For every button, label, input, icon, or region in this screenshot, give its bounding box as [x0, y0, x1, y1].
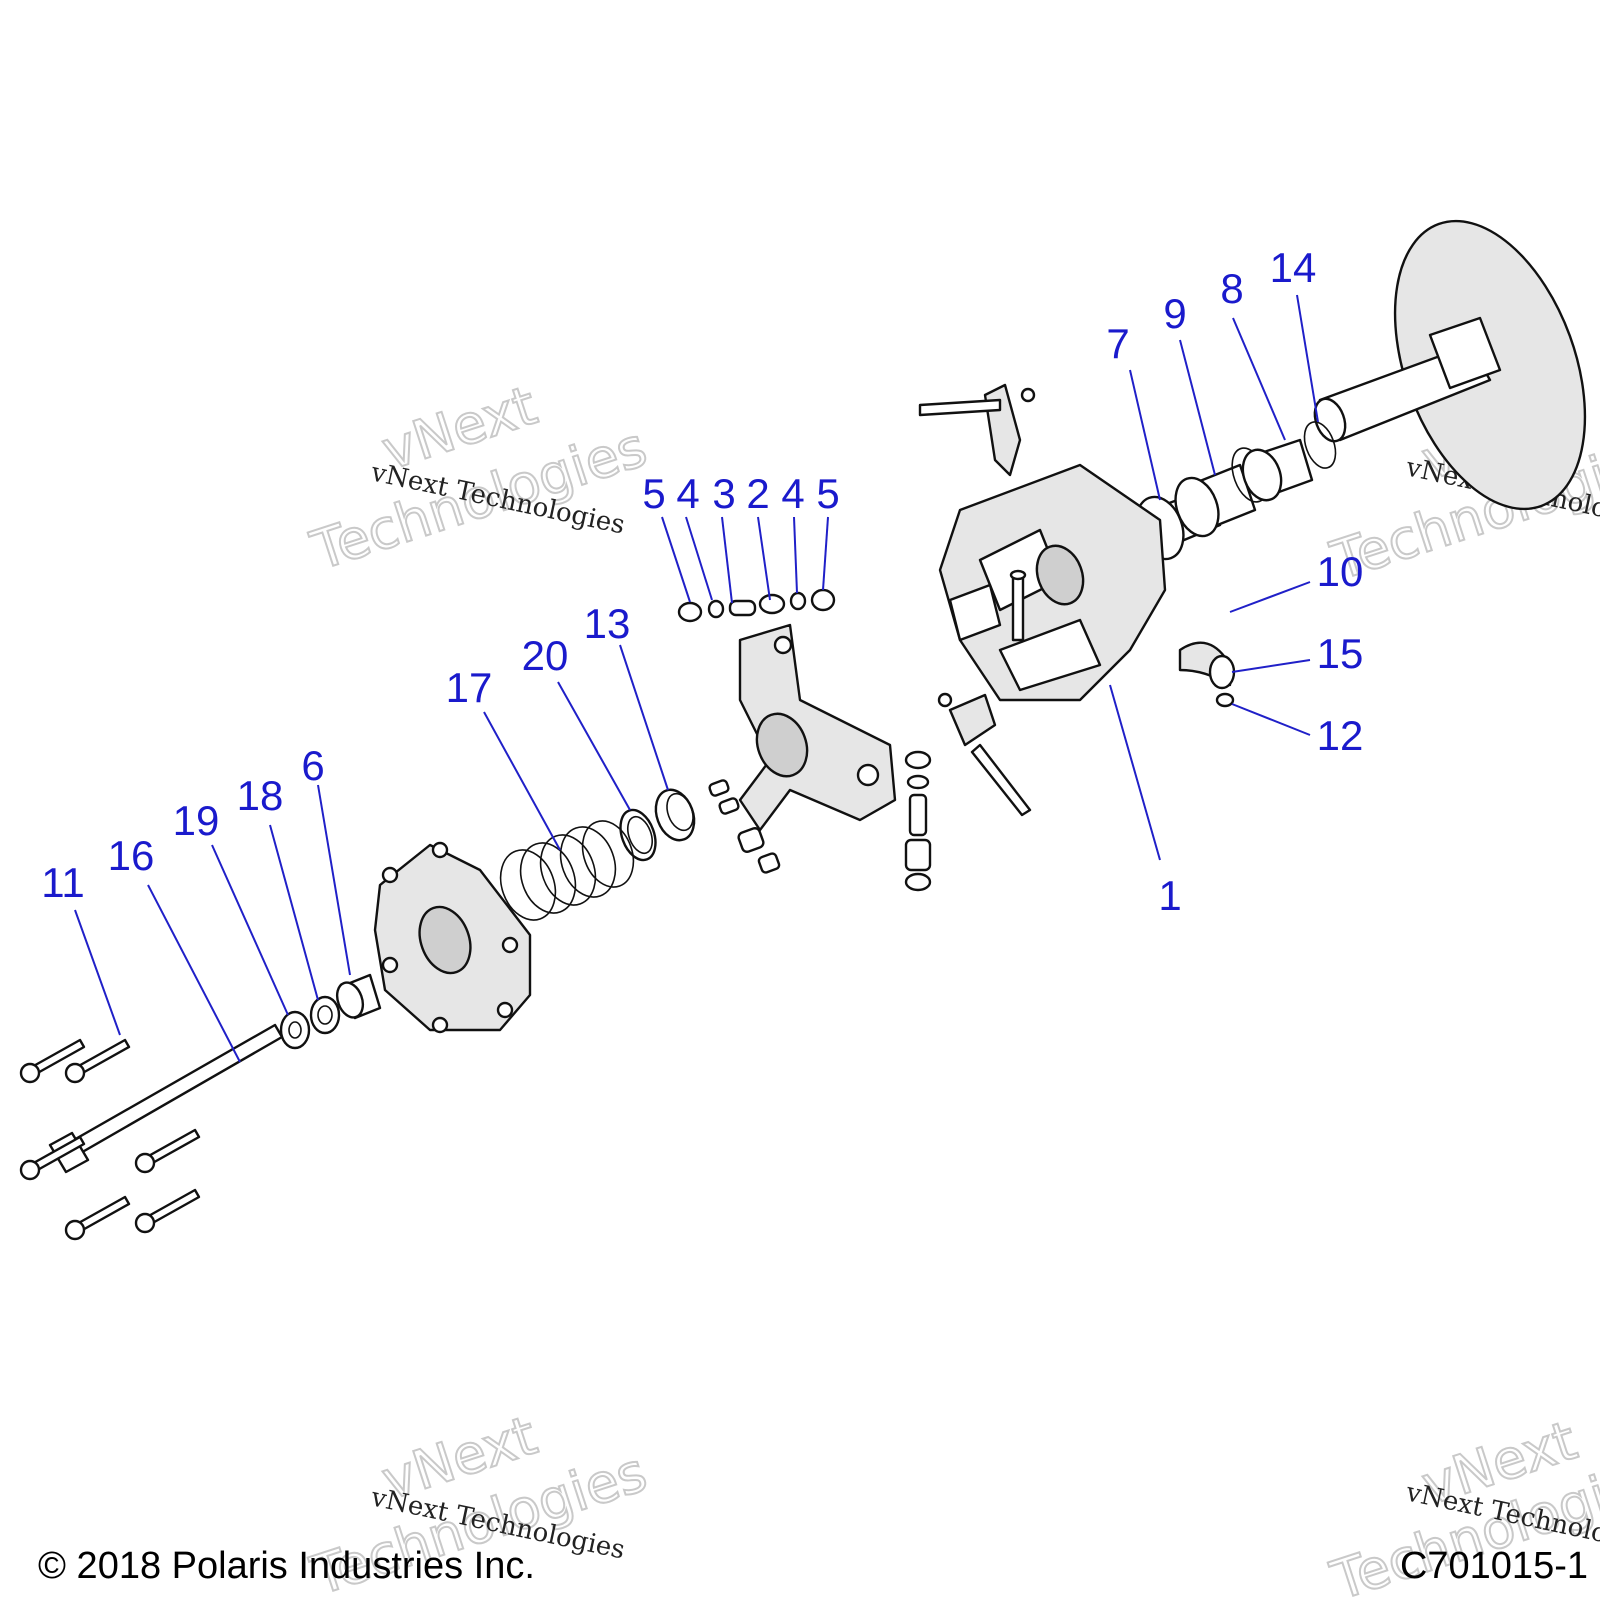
callout-4a: 4 [676, 470, 699, 517]
leader-8 [1232, 317, 1286, 441]
clutch-housing [938, 463, 1167, 702]
leader-12 [1231, 703, 1311, 736]
watermark-top-left: vNext Technologies vNext Technologies [303, 373, 655, 584]
leader-4b [793, 516, 798, 594]
callout-16: 16 [108, 832, 155, 879]
callout-11: 11 [41, 859, 85, 906]
roller-stack [677, 588, 836, 623]
callout-10: 10 [1317, 548, 1364, 595]
callout-3: 3 [712, 470, 735, 517]
leader-10 [1229, 581, 1311, 613]
leader-16 [147, 884, 241, 1063]
callout-9: 9 [1163, 290, 1186, 337]
roller-stack-vertical [904, 750, 932, 892]
callout-12: 12 [1317, 712, 1364, 759]
bushing-9 [1174, 463, 1257, 538]
spider [738, 623, 897, 832]
leader-3 [721, 516, 733, 604]
callout-labels: 1 2 3 4 4 5 5 6 7 8 9 10 11 12 13 14 15 … [41, 244, 1363, 919]
callout-4b: 4 [781, 470, 804, 517]
leader-20 [557, 681, 631, 811]
callout-18: 18 [237, 772, 284, 819]
pin-10 [1009, 569, 1027, 642]
leader-18 [269, 824, 319, 1001]
callout-17: 17 [446, 664, 493, 711]
callout-14: 14 [1270, 244, 1317, 291]
leader-5a [661, 516, 691, 603]
callout-13: 13 [584, 600, 631, 647]
spring-17 [499, 820, 635, 921]
leader-6 [317, 784, 351, 976]
leader-1 [1109, 684, 1161, 861]
leader-14 [1296, 294, 1319, 423]
leader-11 [74, 909, 121, 1036]
bushing-6 [335, 973, 382, 1020]
callout-7: 7 [1106, 320, 1129, 367]
nut-12 [1215, 692, 1235, 708]
callout-6: 6 [301, 742, 324, 789]
copyright-text: © 2018 Polaris Industries Inc. [38, 1545, 535, 1587]
bushing-8 [1241, 438, 1314, 502]
callout-1: 1 [1158, 872, 1181, 919]
callout-8: 8 [1220, 265, 1243, 312]
leader-4a [685, 516, 713, 601]
weight-arm-top [918, 383, 1036, 477]
washer-18 [309, 995, 341, 1035]
washer-19 [279, 1010, 311, 1050]
drawing-id: C701015-1 [1400, 1545, 1588, 1587]
parts [19, 219, 1587, 1241]
ring-20 [619, 808, 657, 862]
leader-17 [483, 711, 561, 851]
callout-5b: 5 [816, 470, 839, 517]
leader-13 [619, 644, 669, 791]
leader-9 [1179, 339, 1216, 476]
sheave-shaft [1313, 219, 1587, 511]
ring-14 [1303, 421, 1337, 469]
leader-7 [1129, 369, 1161, 501]
leader-lines [74, 294, 1319, 1063]
callout-5a: 5 [642, 470, 665, 517]
roller-stack-lower [708, 779, 781, 874]
leader-2 [757, 516, 771, 601]
weight-arm-bottom [937, 692, 1032, 817]
bolts-11 [19, 1038, 201, 1241]
leader-19 [211, 844, 289, 1016]
callout-20: 20 [522, 632, 569, 679]
weight-15 [1178, 641, 1236, 690]
callout-2: 2 [746, 470, 769, 517]
leader-15 [1231, 659, 1311, 673]
ring-13 [654, 788, 696, 842]
leader-5b [822, 516, 829, 591]
callout-19: 19 [173, 797, 220, 844]
cover-plate [373, 841, 532, 1034]
callout-15: 15 [1317, 630, 1364, 677]
